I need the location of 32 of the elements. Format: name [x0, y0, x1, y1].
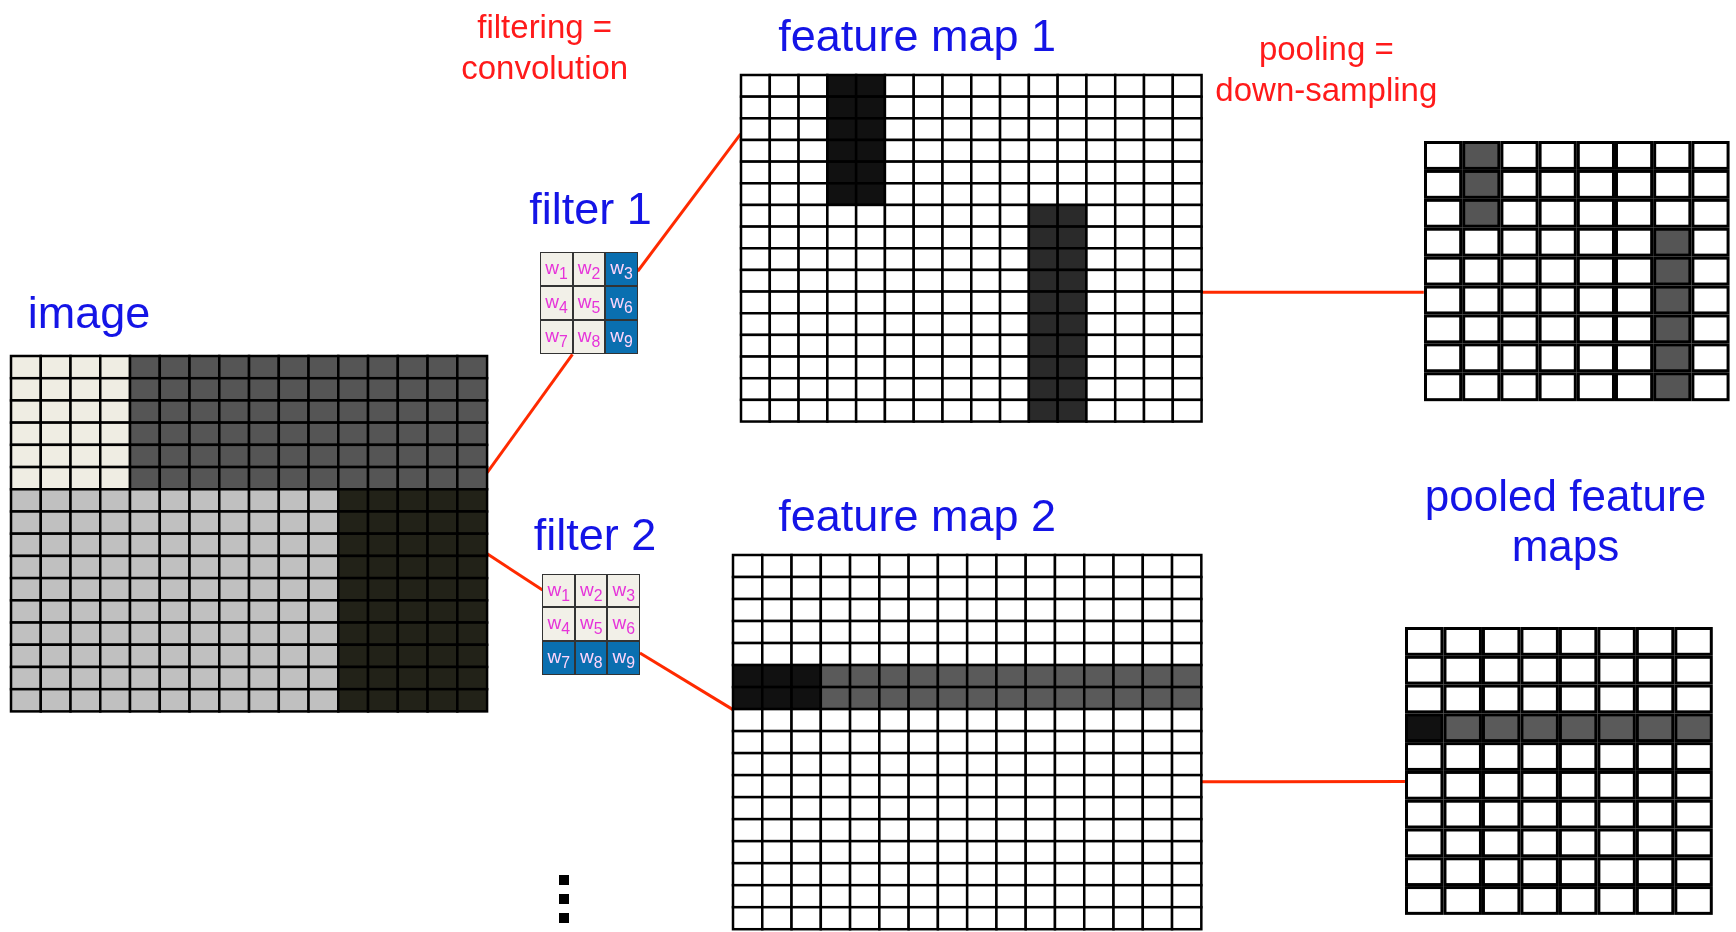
note-text: pooling = down-sampling — [1214, 28, 1439, 110]
group-title: pooled feature maps — [1423, 470, 1708, 572]
weight-cell: w$_{2}$ — [572, 252, 606, 287]
grid-title: feature map 2 — [778, 492, 1056, 538]
note-text: filtering = convolution — [460, 6, 630, 88]
weight-cell: w$_{2}$ — [574, 573, 608, 608]
grid-title: feature map 1 — [778, 13, 1056, 59]
weight-cell: w$_{5}$ — [574, 607, 608, 642]
grid-title: filter 1 — [529, 186, 652, 231]
weight-cell: w$_{4}$ — [542, 607, 575, 642]
connector-line — [486, 552, 544, 592]
weight-cell: w$_{1}$ — [540, 252, 573, 287]
weight-cell: w$_{5}$ — [572, 286, 606, 321]
connector-line — [636, 132, 742, 273]
weight-cell: w$_{7}$ — [540, 320, 573, 355]
grid-title: image — [27, 290, 151, 336]
weight-cell: w$_{8}$ — [572, 320, 606, 355]
grid-title: filter 2 — [533, 511, 657, 557]
connector-line — [1201, 780, 1405, 784]
weight-cell: w$_{7}$ — [542, 641, 575, 676]
weight-cell: w$_{6}$ — [607, 607, 640, 642]
weight-cell: w$_{9}$ — [605, 320, 638, 355]
weight-cell: w$_{1}$ — [542, 573, 575, 608]
weight-cell: w$_{4}$ — [540, 286, 573, 321]
weight-cell: w$_{8}$ — [574, 641, 608, 676]
weight-cell: w$_{6}$ — [605, 286, 638, 321]
weight-cell: w$_{3}$ — [607, 573, 640, 608]
connector-line — [639, 651, 734, 711]
connector-line — [1201, 290, 1424, 294]
connector-line — [485, 353, 574, 474]
weight-cell: w$_{3}$ — [605, 252, 638, 287]
weight-cell: w$_{9}$ — [607, 641, 640, 676]
